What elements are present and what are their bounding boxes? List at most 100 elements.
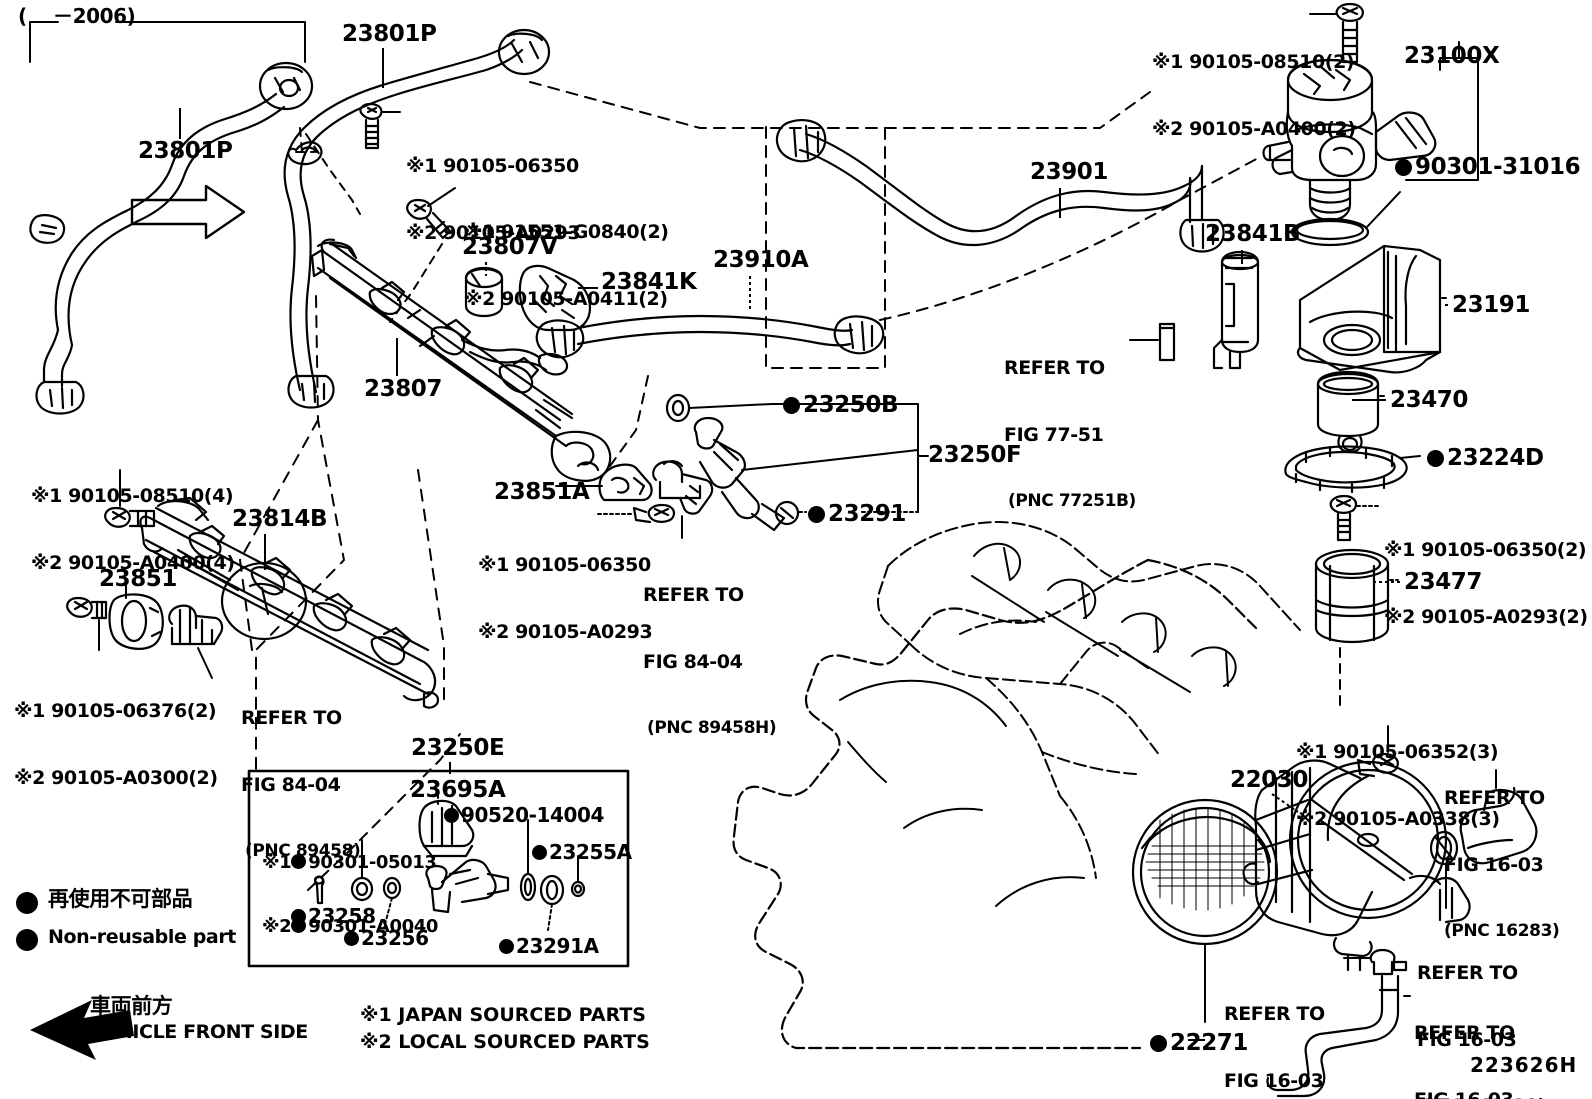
callout-22271: 22271	[1150, 1031, 1248, 1056]
callout-23807: 23807	[364, 376, 443, 402]
non-reusable-dot	[532, 845, 547, 860]
non-reusable-dot	[291, 854, 307, 870]
dashed-leader-to-pump	[879, 155, 1263, 321]
vehicle-front-arrow	[30, 1000, 134, 1060]
air-screen-22271	[1131, 798, 1279, 1023]
refer-note-16-03-16282a: REFER TO FIG 16-03 (PNC 16282A)	[1224, 1002, 1325, 1093]
bolt-icon-4	[597, 503, 676, 524]
refer-note-77-51: REFER TO FIG 77-51 (PNC 77251B)	[1004, 356, 1136, 512]
callout-23291: 23291	[808, 502, 906, 527]
clip-23851a	[555, 463, 653, 502]
bracket-23191	[1296, 244, 1449, 374]
non-reusable-dot	[1427, 450, 1444, 467]
bolt-icon-7	[1356, 725, 1399, 778]
callout-23100x: 23100X	[1404, 43, 1500, 69]
dashed-region-1	[765, 126, 886, 369]
hose-16282	[1266, 974, 1411, 1098]
non-reusable-dot	[344, 931, 359, 946]
o-ring-90301-31016	[1290, 191, 1401, 247]
non-reusable-dot	[444, 808, 459, 823]
dashed-leader-23250e	[307, 733, 461, 891]
fuel-rail-23807	[310, 238, 612, 482]
legend-front-en: VEHICLE FRONT SIDE	[90, 1021, 308, 1043]
insulator-23470	[1316, 370, 1385, 454]
callout-23250b: 23250B	[783, 393, 899, 418]
legend-non-reusable-jp: 再使用不可部品	[48, 887, 193, 911]
spacer-23477	[1314, 548, 1399, 644]
non-reusable-dot	[291, 918, 307, 934]
callout-23255a: 23255A	[532, 841, 632, 864]
non-reusable-dot	[808, 506, 825, 523]
legend-source-1: ※1 JAPAN SOURCED PARTS	[360, 1004, 646, 1026]
gasket-23224d	[1284, 445, 1421, 494]
dashed-region-2	[239, 295, 445, 771]
legend-non-reusable-en: Non-reusable part	[48, 926, 236, 948]
callout-23801p-left: 23801P	[138, 138, 233, 164]
bolt-icon-6	[66, 596, 108, 651]
note-90105-06376: ※1 90105-06376(2) ※2 90105-A0300(2)	[14, 699, 218, 790]
note-91551-g0840: ※1 91551-G0840(2) ※2 90105-A0411(2)	[464, 220, 669, 311]
hose-16283	[1459, 769, 1538, 865]
callout-23250f: 23250F	[928, 442, 1022, 468]
refer-note-16-03-16282: REFER TO FIG 16-03 (PNC 16282)	[1414, 1021, 1515, 1099]
note-90105-08510-4: ※1 90105-08510(4) ※2 90105-A0400(4)	[31, 484, 235, 575]
callout-23801p-top: 23801P	[342, 21, 437, 47]
callout-23191: 23191	[1452, 292, 1531, 318]
callout-23256: 23256	[344, 927, 429, 950]
callout-90301-31016: 90301-31016	[1395, 155, 1581, 180]
bolt-icon-3	[1329, 494, 1381, 542]
callout-23470: 23470	[1390, 387, 1469, 413]
callout-23901: 23901	[1030, 159, 1109, 185]
note-90105-06352: ※1 90105-06352(3) ※2 90105-A0338(3)	[1296, 740, 1500, 831]
clamp-16283a	[1429, 830, 1459, 909]
hose-23910a	[535, 314, 885, 359]
leader-23100x	[1405, 41, 1479, 181]
refer-note-84-04-h: REFER TO FIG 84-04 (PNC 89458H)	[643, 583, 777, 739]
note-90105-08510-2: ※1 90105-08510(2) ※2 90105-A0400(2)	[1152, 50, 1356, 141]
note-90105-06350-b: ※1 90105-06350 ※2 90105-A0293	[478, 553, 653, 644]
legend-dots	[16, 892, 38, 951]
hose-23801p-right	[283, 28, 551, 409]
callout-23910a: 23910A	[713, 247, 809, 273]
callout-90520-14004: 90520-14004	[444, 804, 604, 827]
callout-23814b: 23814B	[232, 506, 328, 532]
figure-id: 223626H	[1470, 1053, 1578, 1077]
non-reusable-dot	[783, 397, 800, 414]
dashed-leader-bolt1	[295, 127, 361, 215]
callout-23477: 23477	[1404, 569, 1483, 595]
legend-source-2: ※2 LOCAL SOURCED PARTS	[360, 1031, 650, 1053]
dashed-leader-hose-pump	[529, 81, 1151, 129]
year-note: ( －2006)	[18, 4, 136, 28]
clamp-16282a	[1343, 948, 1408, 976]
callout-23250e: 23250E	[411, 735, 505, 761]
inset-box-23250e	[247, 769, 630, 968]
non-reusable-dot	[1150, 1035, 1167, 1052]
bolt-icon-pump	[1309, 2, 1364, 64]
year-bracket	[29, 21, 306, 63]
dashed-leader-injector	[609, 375, 649, 467]
flow-arrow	[130, 184, 246, 240]
refer-note-16-03-16283a: REFER TO FIG 16-03 (PNC 16283A)	[1417, 961, 1546, 1099]
callout-23224d: 23224D	[1427, 446, 1544, 471]
sensor-89458h	[652, 460, 714, 539]
clamp-23841k	[518, 264, 597, 332]
tube-77251b	[1129, 322, 1176, 362]
callout-23695a: 23695A	[410, 777, 506, 803]
legend-front-jp: 車両前方	[90, 994, 173, 1018]
note-90105-06350-c: ※1 90105-06350(2) ※2 90105-A0293(2)	[1384, 538, 1588, 629]
hose-23801p-left	[29, 61, 314, 415]
fuel-pump-23100x	[1262, 58, 1437, 222]
non-reusable-dot	[1395, 159, 1412, 176]
callout-23851: 23851	[99, 566, 178, 592]
engine-runner-details	[839, 542, 1237, 907]
callout-23851a: 23851A	[494, 479, 590, 505]
bolt-icon-1	[359, 102, 401, 150]
callout-22030: 22030	[1230, 767, 1309, 793]
callout-23807v: 23807V	[462, 234, 558, 260]
fuel-rail-23814b	[139, 496, 440, 709]
callout-23291a: 23291A	[499, 935, 599, 958]
note-90105-06350-a: ※1 90105-06350 ※2 90105-A0293	[406, 154, 581, 245]
callout-23841b: 23841B	[1205, 221, 1301, 247]
